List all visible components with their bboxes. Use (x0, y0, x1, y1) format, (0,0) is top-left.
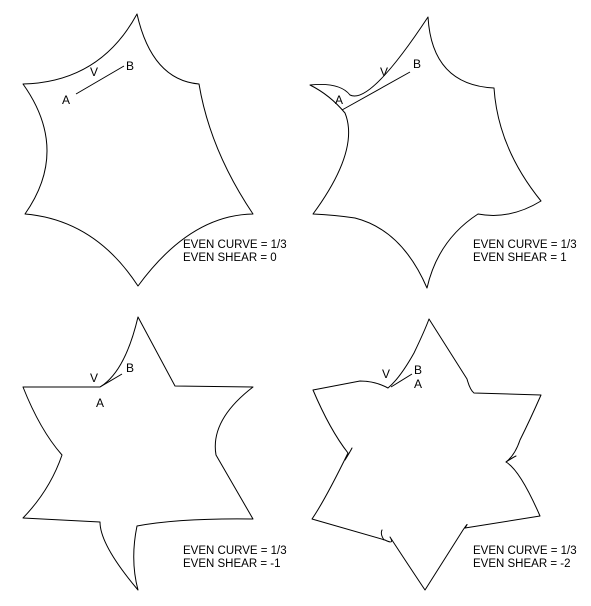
panel-shear-neg1: A V B EVEN CURVE = 1/3 EVEN SHEAR = -1 (22, 316, 287, 591)
star-outline (311, 318, 542, 591)
tangent-segment (75, 65, 125, 95)
point-label-b: B (126, 59, 134, 73)
point-label-v: V (382, 367, 390, 381)
point-label-a: A (414, 377, 422, 391)
point-label-v: V (380, 65, 388, 79)
point-label-a: A (96, 396, 104, 410)
point-label-v: V (90, 371, 98, 385)
point-label-b: B (126, 361, 134, 375)
panel-shear-1: A V B EVEN CURVE = 1/3 EVEN SHEAR = 1 (309, 16, 577, 289)
point-label-b: B (413, 57, 421, 71)
point-label-a: A (335, 93, 343, 107)
tangent-segment (341, 71, 411, 111)
panel-shear-0: A V B EVEN CURVE = 1/3 EVEN SHEAR = 0 (22, 13, 287, 287)
star-outline (22, 316, 254, 591)
caption-curve: EVEN CURVE = 1/3 (473, 239, 577, 251)
star-outline (22, 13, 254, 287)
caption-shear: EVEN SHEAR = -1 (183, 558, 280, 570)
caption-curve: EVEN CURVE = 1/3 (183, 545, 287, 557)
caption-shear: EVEN SHEAR = 1 (473, 252, 567, 264)
cusp-tick (505, 455, 517, 463)
point-label-a: A (62, 93, 70, 107)
caption-curve: EVEN CURVE = 1/3 (473, 545, 577, 557)
panel-shear-neg2: V B A EVEN CURVE = 1/3 EVEN SHEAR = -2 (311, 318, 577, 591)
tangent-segment (99, 373, 123, 388)
point-label-b: B (414, 363, 422, 377)
point-label-v: V (90, 65, 98, 79)
caption-shear: EVEN SHEAR = -2 (473, 558, 570, 570)
cusp-tick (380, 529, 385, 541)
caption-curve: EVEN CURVE = 1/3 (183, 239, 287, 251)
tangent-segment (390, 373, 413, 388)
cusp-tick (344, 447, 353, 461)
caption-shear: EVEN SHEAR = 0 (183, 252, 277, 264)
star-outline (309, 16, 542, 289)
